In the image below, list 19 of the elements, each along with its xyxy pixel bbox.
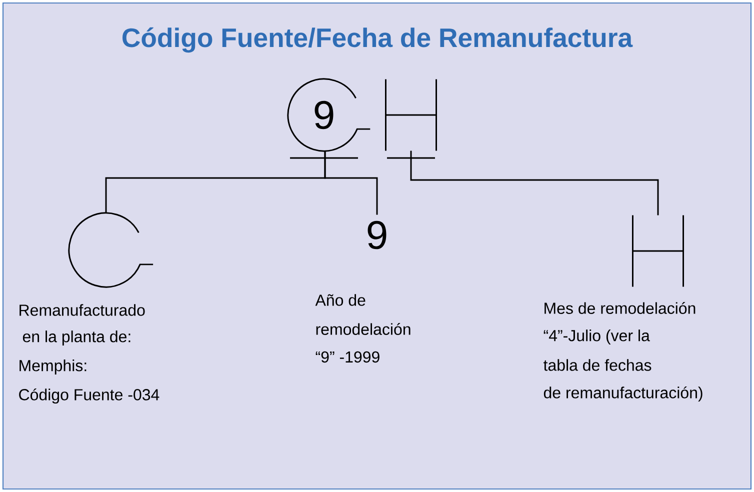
description-text: remodelación [316, 323, 410, 335]
c-symbol [68, 212, 154, 288]
title: Código Fuente/Fecha de Remanufactura [122, 27, 633, 53]
description-text: tabla de fechas [544, 359, 652, 371]
description-text: de remanufacturación) [544, 386, 702, 402]
description-text: Mes de remodelación [544, 302, 696, 314]
h-symbol [632, 214, 684, 288]
description-text: en la planta de: [22, 330, 130, 346]
description-text: Código Fuente -034 [19, 388, 160, 404]
description-text: Memphis: [20, 360, 86, 374]
description-text: Remanufacturado [20, 304, 145, 316]
description-text: Año de [315, 294, 366, 306]
h-symbol [385, 78, 437, 152]
connector-line [324, 151, 378, 215]
coded-digit: 9 [368, 220, 386, 250]
connector-line [410, 150, 659, 216]
description-text: “9” -1999 [316, 351, 380, 363]
description-text: “4”-Julio (ver la [544, 330, 650, 344]
circled-digit: 9 [287, 78, 370, 152]
